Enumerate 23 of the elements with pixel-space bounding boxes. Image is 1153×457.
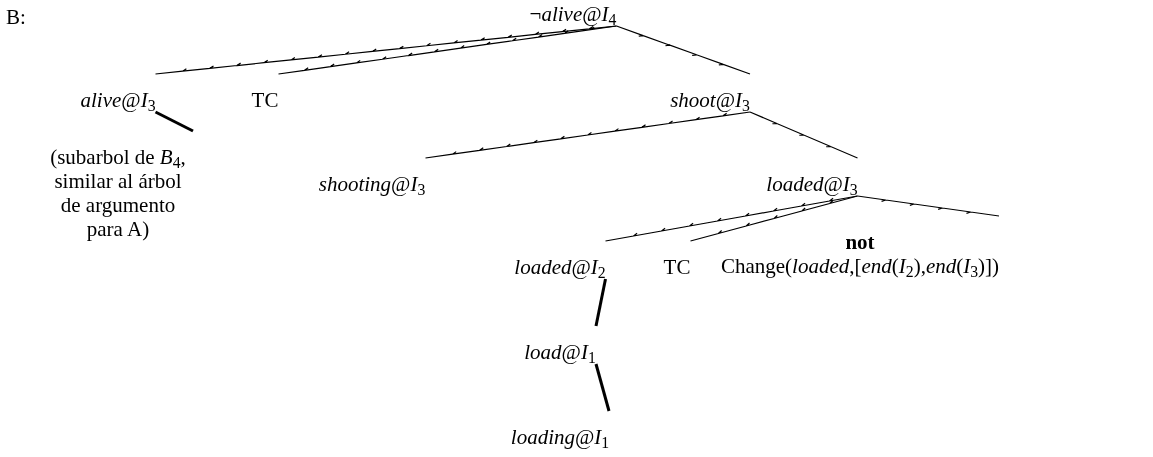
thick-line [594, 363, 611, 412]
defeasible-link [749, 111, 859, 159]
node-text: loaded@I$_{2}$ [514, 255, 606, 279]
node-text: not [845, 230, 875, 254]
node-text: Change(loaded,[end(I$_{2}$),end(I$_{3}$)]) [720, 254, 1000, 278]
thick-line [154, 110, 194, 133]
defeasible-link [277, 25, 618, 75]
node-text: TC [663, 255, 691, 279]
panel-label: B: [6, 4, 26, 31]
defeasible-link [689, 195, 859, 242]
node-text: loaded@I$_{3}$ [766, 172, 858, 196]
node-text: ¬alive@I$_{4}$ [529, 2, 617, 26]
thick-line [594, 278, 607, 327]
defeasible-link [424, 111, 751, 159]
node-text: (subarbol de B$_{4}$, similar al árbol de argumento para A) [49, 145, 187, 241]
defeasible-link [615, 25, 751, 75]
node-text: TC [251, 88, 279, 112]
node-text: alive@I$_{3}$ [80, 88, 156, 112]
node-text: shooting@I$_{3}$ [318, 172, 426, 196]
node-text: loading@I$_{1}$ [510, 425, 610, 449]
defeasible-link [856, 195, 1000, 217]
node-text: shoot@I$_{3}$ [670, 88, 750, 112]
node-text: load@I$_{1}$ [524, 340, 596, 364]
